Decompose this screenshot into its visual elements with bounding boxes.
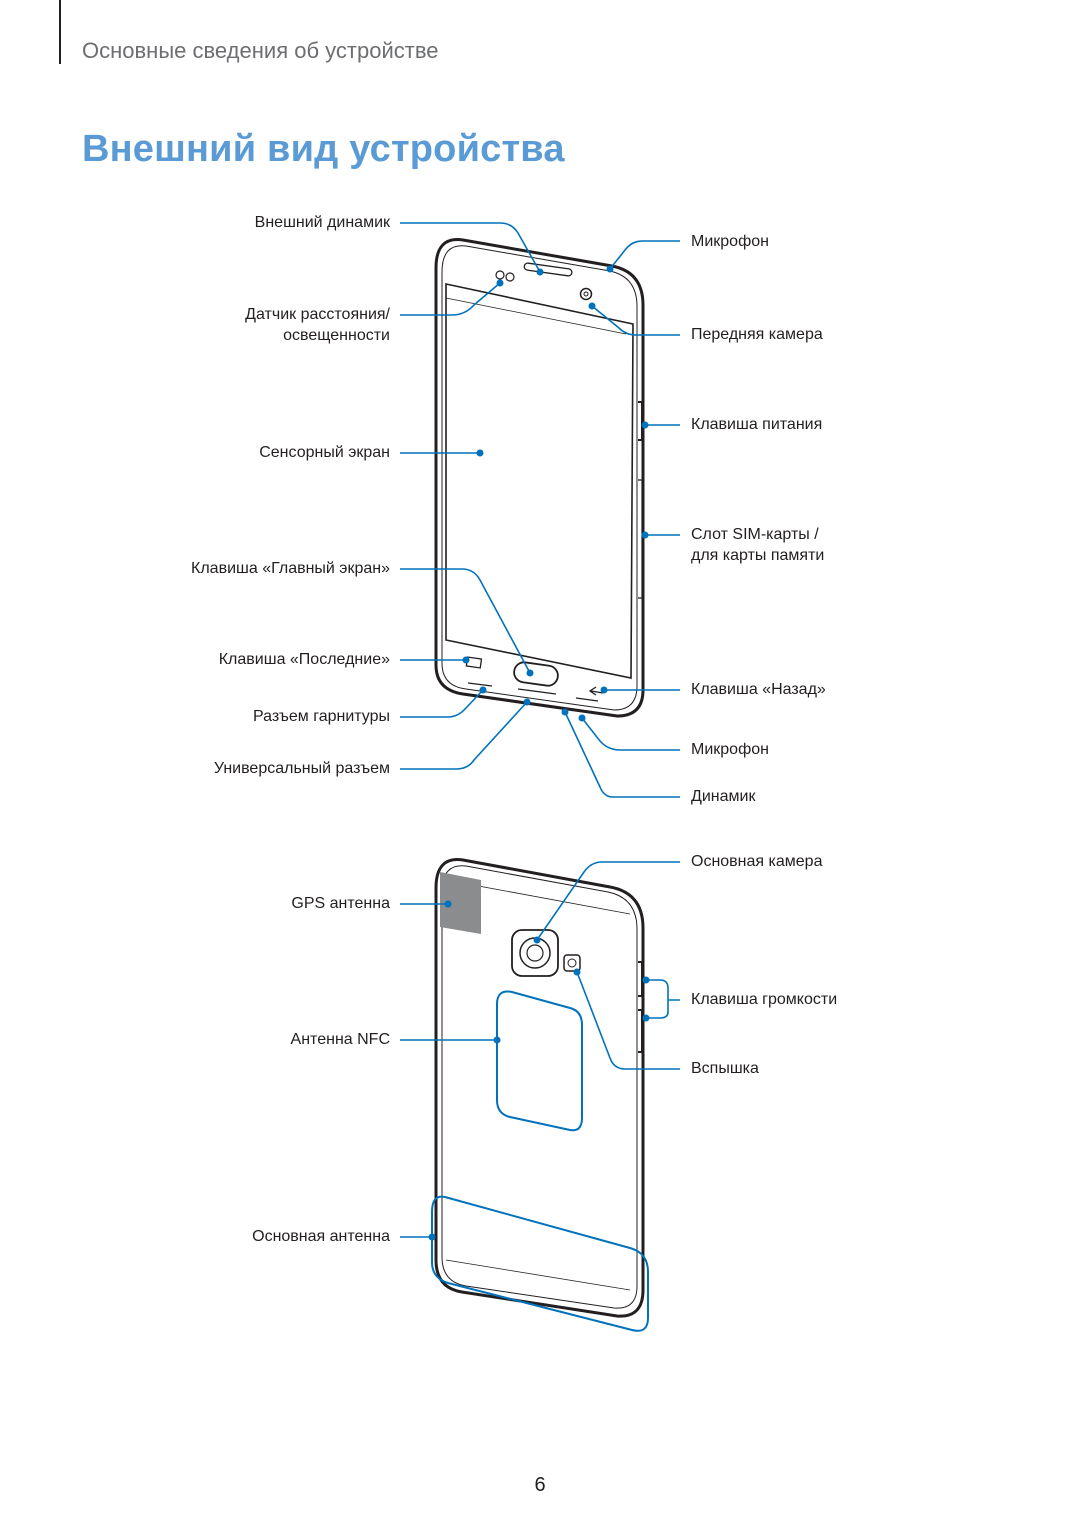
label-headset-jack: Разъем гарнитуры — [253, 708, 390, 725]
label-rear-camera: Основная камера — [691, 853, 823, 870]
label-speaker: Динамик — [691, 788, 756, 805]
label-mic-top: Микрофон — [691, 233, 769, 250]
label-front-camera: Передняя камера — [691, 326, 823, 343]
section-title: Основные сведения об устройстве — [82, 38, 439, 63]
callouts — [400, 222, 680, 1238]
label-back-key: Клавиша «Назад» — [691, 681, 826, 698]
label-touchscreen: Сенсорный экран — [259, 444, 390, 461]
label-sim-slot-line2: для карты памяти — [691, 547, 825, 564]
page-title: Внешний вид устройства — [82, 128, 565, 170]
label-volume-key: Клавиша громкости — [691, 991, 838, 1008]
label-usb-port: Универсальный разъем — [213, 760, 390, 777]
page-number: 6 — [534, 1474, 546, 1496]
label-proximity-line1: Датчик расстояния/ — [245, 306, 390, 323]
label-flash: Вспышка — [691, 1060, 759, 1077]
gps-antenna-area — [440, 872, 481, 934]
label-mic-bottom: Микрофон — [691, 741, 769, 758]
label-gps-antenna: GPS антенна — [291, 895, 390, 912]
label-earpiece: Внешний динамик — [254, 214, 390, 231]
header-rule — [59, 0, 61, 64]
main-antenna-area — [431, 1195, 649, 1332]
label-sim-slot-line1: Слот SIM-карты / — [691, 526, 819, 543]
label-main-antenna: Основная антенна — [252, 1228, 390, 1245]
label-proximity-line2: освещенности — [283, 327, 390, 344]
label-nfc-antenna: Антенна NFC — [290, 1031, 390, 1048]
callout-dots — [428, 265, 650, 1241]
nfc-antenna-area — [496, 990, 583, 1132]
label-home-key: Клавиша «Главный экран» — [191, 560, 390, 577]
label-power-key: Клавиша питания — [691, 416, 823, 433]
label-recents-key: Клавиша «Последние» — [218, 651, 390, 668]
phone-front — [434, 238, 645, 718]
